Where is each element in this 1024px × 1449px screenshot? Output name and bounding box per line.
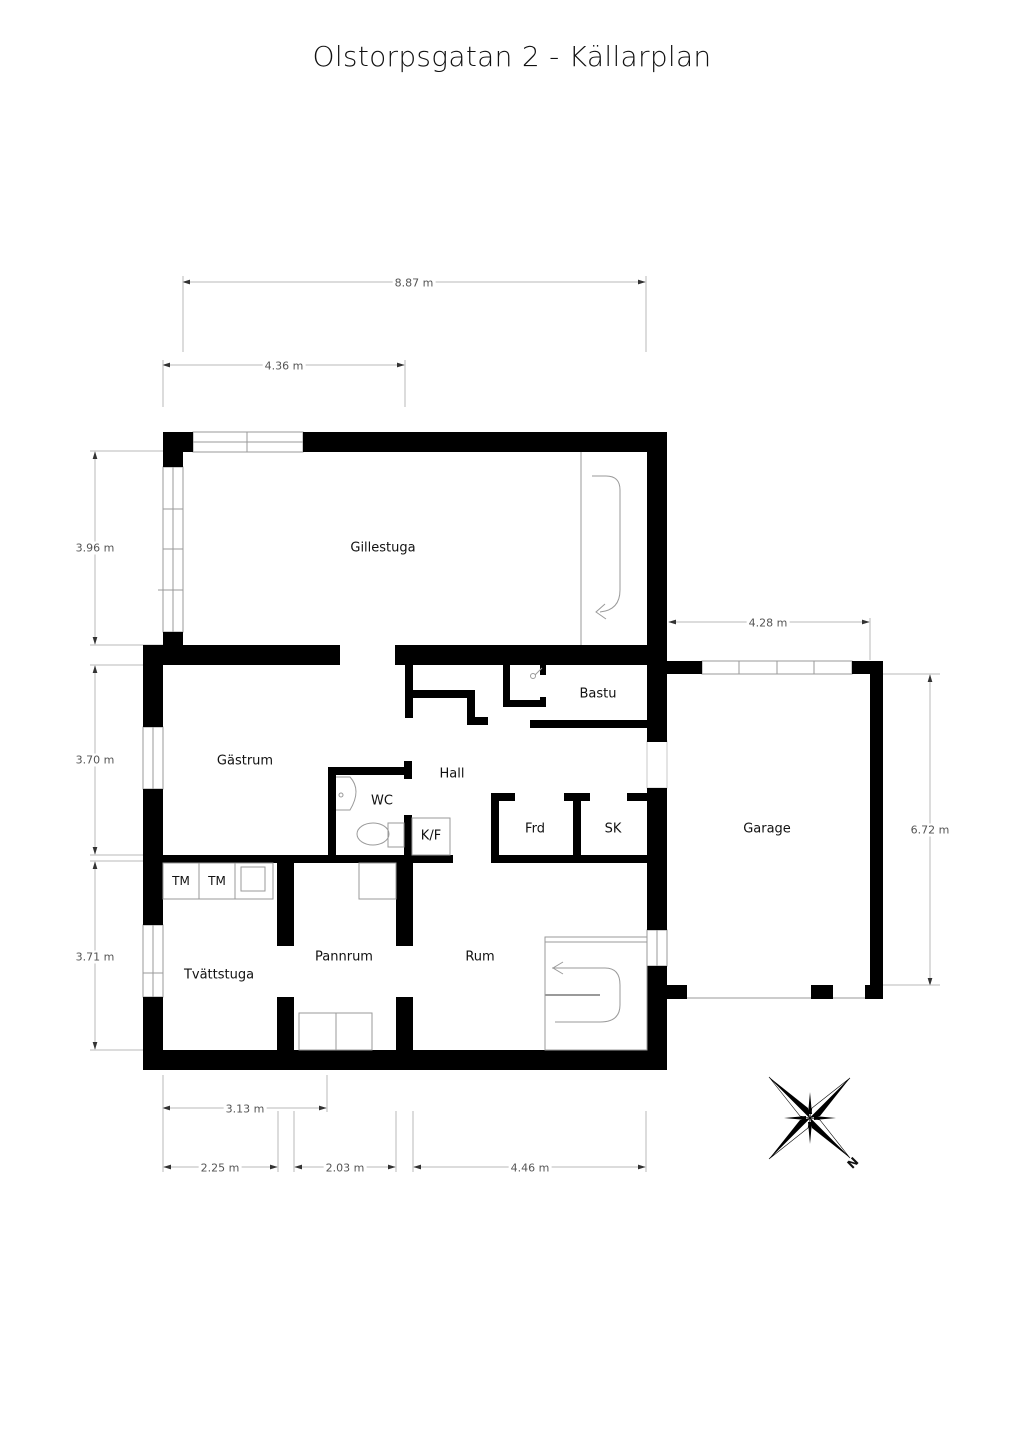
dimension-bottom-225: 2.25 m bbox=[198, 1161, 242, 1175]
dimension-left-gillestuga: 3.96 m bbox=[73, 541, 117, 555]
dimension-top-left: 4.36 m bbox=[262, 359, 306, 373]
room-label-rum: Rum bbox=[465, 949, 495, 965]
appliance-label-tm-2: TM bbox=[208, 874, 226, 888]
room-label-pannrum: Pannrum bbox=[315, 949, 373, 965]
windows bbox=[142, 431, 868, 999]
room-label-wc: WC bbox=[371, 793, 393, 809]
room-label-sk: SK bbox=[604, 821, 622, 837]
dimension-bottom-446: 4.46 m bbox=[508, 1161, 552, 1175]
room-label-tvattstuga: Tvättstuga bbox=[183, 967, 255, 983]
room-label-kf: K/F bbox=[420, 828, 442, 844]
dimension-bottom-313: 3.13 m bbox=[223, 1102, 267, 1116]
room-label-garage: Garage bbox=[743, 821, 791, 837]
room-label-frd: Frd bbox=[525, 821, 545, 837]
dimension-garage-width: 4.28 m bbox=[746, 616, 790, 630]
room-label-hall: Hall bbox=[439, 766, 465, 782]
room-label-bastu: Bastu bbox=[579, 686, 617, 702]
dimension-left-gastrum: 3.70 m bbox=[73, 753, 117, 767]
compass-rose-icon bbox=[768, 1076, 851, 1160]
dimension-top-total: 8.87 m bbox=[392, 276, 436, 290]
dimension-left-tvattstuga: 3.71 m bbox=[73, 950, 117, 964]
room-label-gastrum: Gästrum bbox=[216, 753, 274, 769]
dimension-garage-depth: 6.72 m bbox=[908, 823, 952, 837]
page-title: Olstorpsgatan 2 - Källarplan bbox=[312, 40, 712, 73]
dimension-bottom-203: 2.03 m bbox=[323, 1161, 367, 1175]
stair-arrow-gillestuga bbox=[592, 475, 621, 613]
walls bbox=[143, 432, 883, 1070]
fixtures bbox=[162, 452, 648, 1051]
dimension-lines bbox=[90, 276, 940, 1172]
room-label-gillestuga: Gillestuga bbox=[350, 540, 416, 556]
appliance-label-tm-1: TM bbox=[172, 874, 190, 888]
